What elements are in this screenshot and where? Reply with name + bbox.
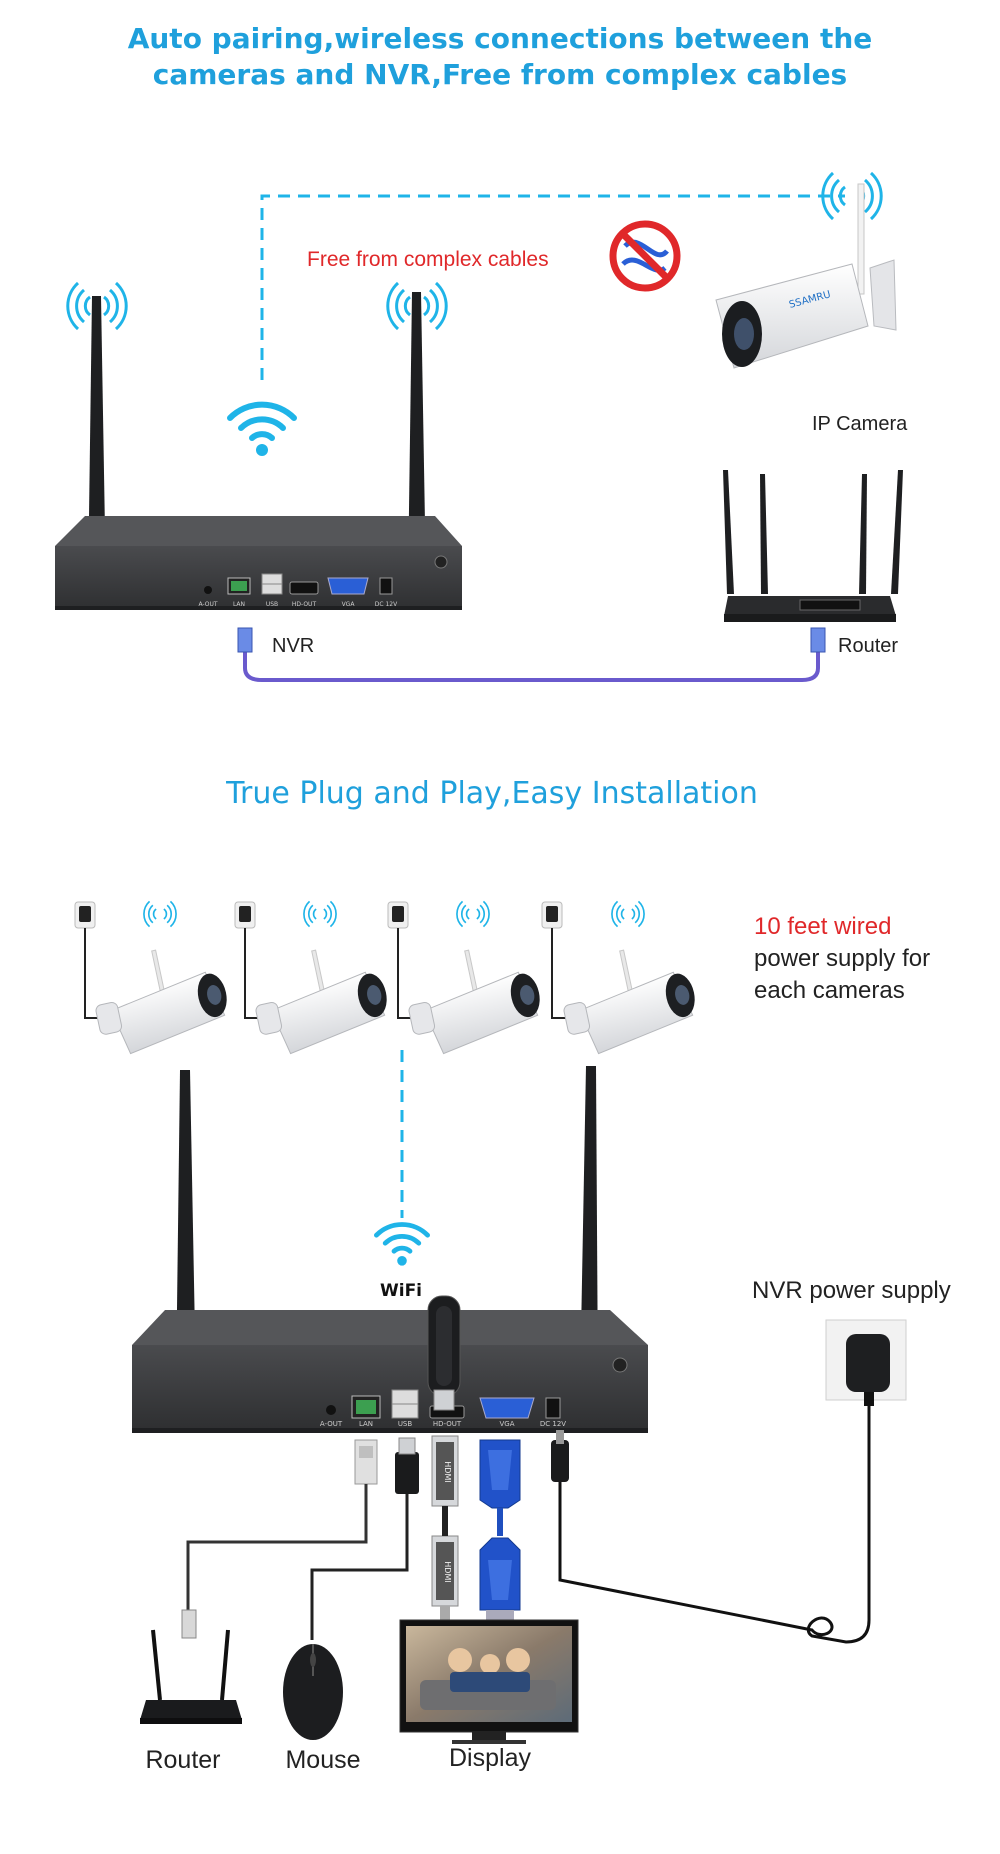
vga-port [327,577,369,595]
free-cables-label: Free from complex cables [307,248,549,271]
port-label: USB [266,601,278,608]
hdmi-cable: HDMI HDMI [431,1435,459,1620]
wifi-waves-icon [821,171,883,221]
router-device [723,470,903,622]
vga-cable [479,1439,521,1620]
ethernet-cable [237,627,826,682]
hdmi-port [289,581,319,595]
port-label: A-OUT [198,601,217,608]
mouse-label: Mouse [285,1746,360,1774]
nvr-recorder: A-OUT LAN USB HD-OUT VGA DC 12V [55,516,462,610]
wifi-label: WiFi [380,1281,422,1301]
dc-plug [551,1430,569,1482]
nvr-label: NVR [272,635,314,657]
router-label-bottom: Router [145,1746,220,1774]
section1-title-line1: Auto pairing,wireless connections betwee… [128,22,873,55]
ip-camera-label: IP Camera [812,413,908,435]
section2-title: True Plug and Play,Easy Installation [225,776,758,811]
dc-port [545,1397,561,1419]
port-label: A-OUT [320,1420,343,1428]
port-label: HD-OUT [433,1420,462,1428]
port-label: LAN [359,1420,373,1428]
router-device [140,1609,242,1724]
audio-out-port [204,586,212,594]
ip-camera [74,900,235,1060]
audio-out-port [326,1405,336,1415]
ip-camera [541,900,703,1060]
power-note-line2: power supply for [754,945,930,972]
vga-port [479,1397,535,1419]
nvr-recorder: A-OUT LAN USB HD-OUT VGA DC 12V [132,1310,648,1433]
usb-plug [395,1437,419,1494]
port-label: HD-OUT [292,601,317,608]
router-label-top: Router [838,635,898,657]
mouse-device [283,1644,343,1740]
port-label: DC 12V [375,601,398,608]
wifi-signal-icon [376,1225,427,1266]
ip-camera [387,900,548,1060]
power-note-line1: 10 feet wired [754,913,891,940]
usb-wifi-dongle [427,1295,461,1411]
wireless-link-dashed [260,194,845,380]
nvr-power-label: NVR power supply [752,1277,951,1304]
hdmi-connector-label: HDMI [443,1461,452,1482]
wifi-signal-icon [230,405,294,456]
dc-port [379,577,393,595]
ip-camera: SSAMRU [715,183,897,369]
camera-row [74,900,703,1060]
port-label: DC 12V [540,1420,566,1428]
lan-cable [186,1484,368,1610]
display-label: Display [449,1744,531,1772]
port-label: USB [398,1420,413,1428]
port-label: VGA [342,601,356,608]
section1-title-line2: cameras and NVR,Free from complex cables [153,58,847,91]
lan-plug [354,1439,378,1485]
port-label: VGA [499,1420,514,1428]
dc-power-cable [558,1406,871,1644]
power-adapter [825,1319,907,1406]
power-note-line3: each cameras [754,977,905,1004]
display-monitor [399,1619,579,1744]
hdmi-connector-label: HDMI [443,1561,452,1582]
usb-cable [310,1494,409,1640]
ip-camera [234,900,395,1060]
port-label: LAN [233,601,245,608]
no-cable-icon [609,220,681,292]
